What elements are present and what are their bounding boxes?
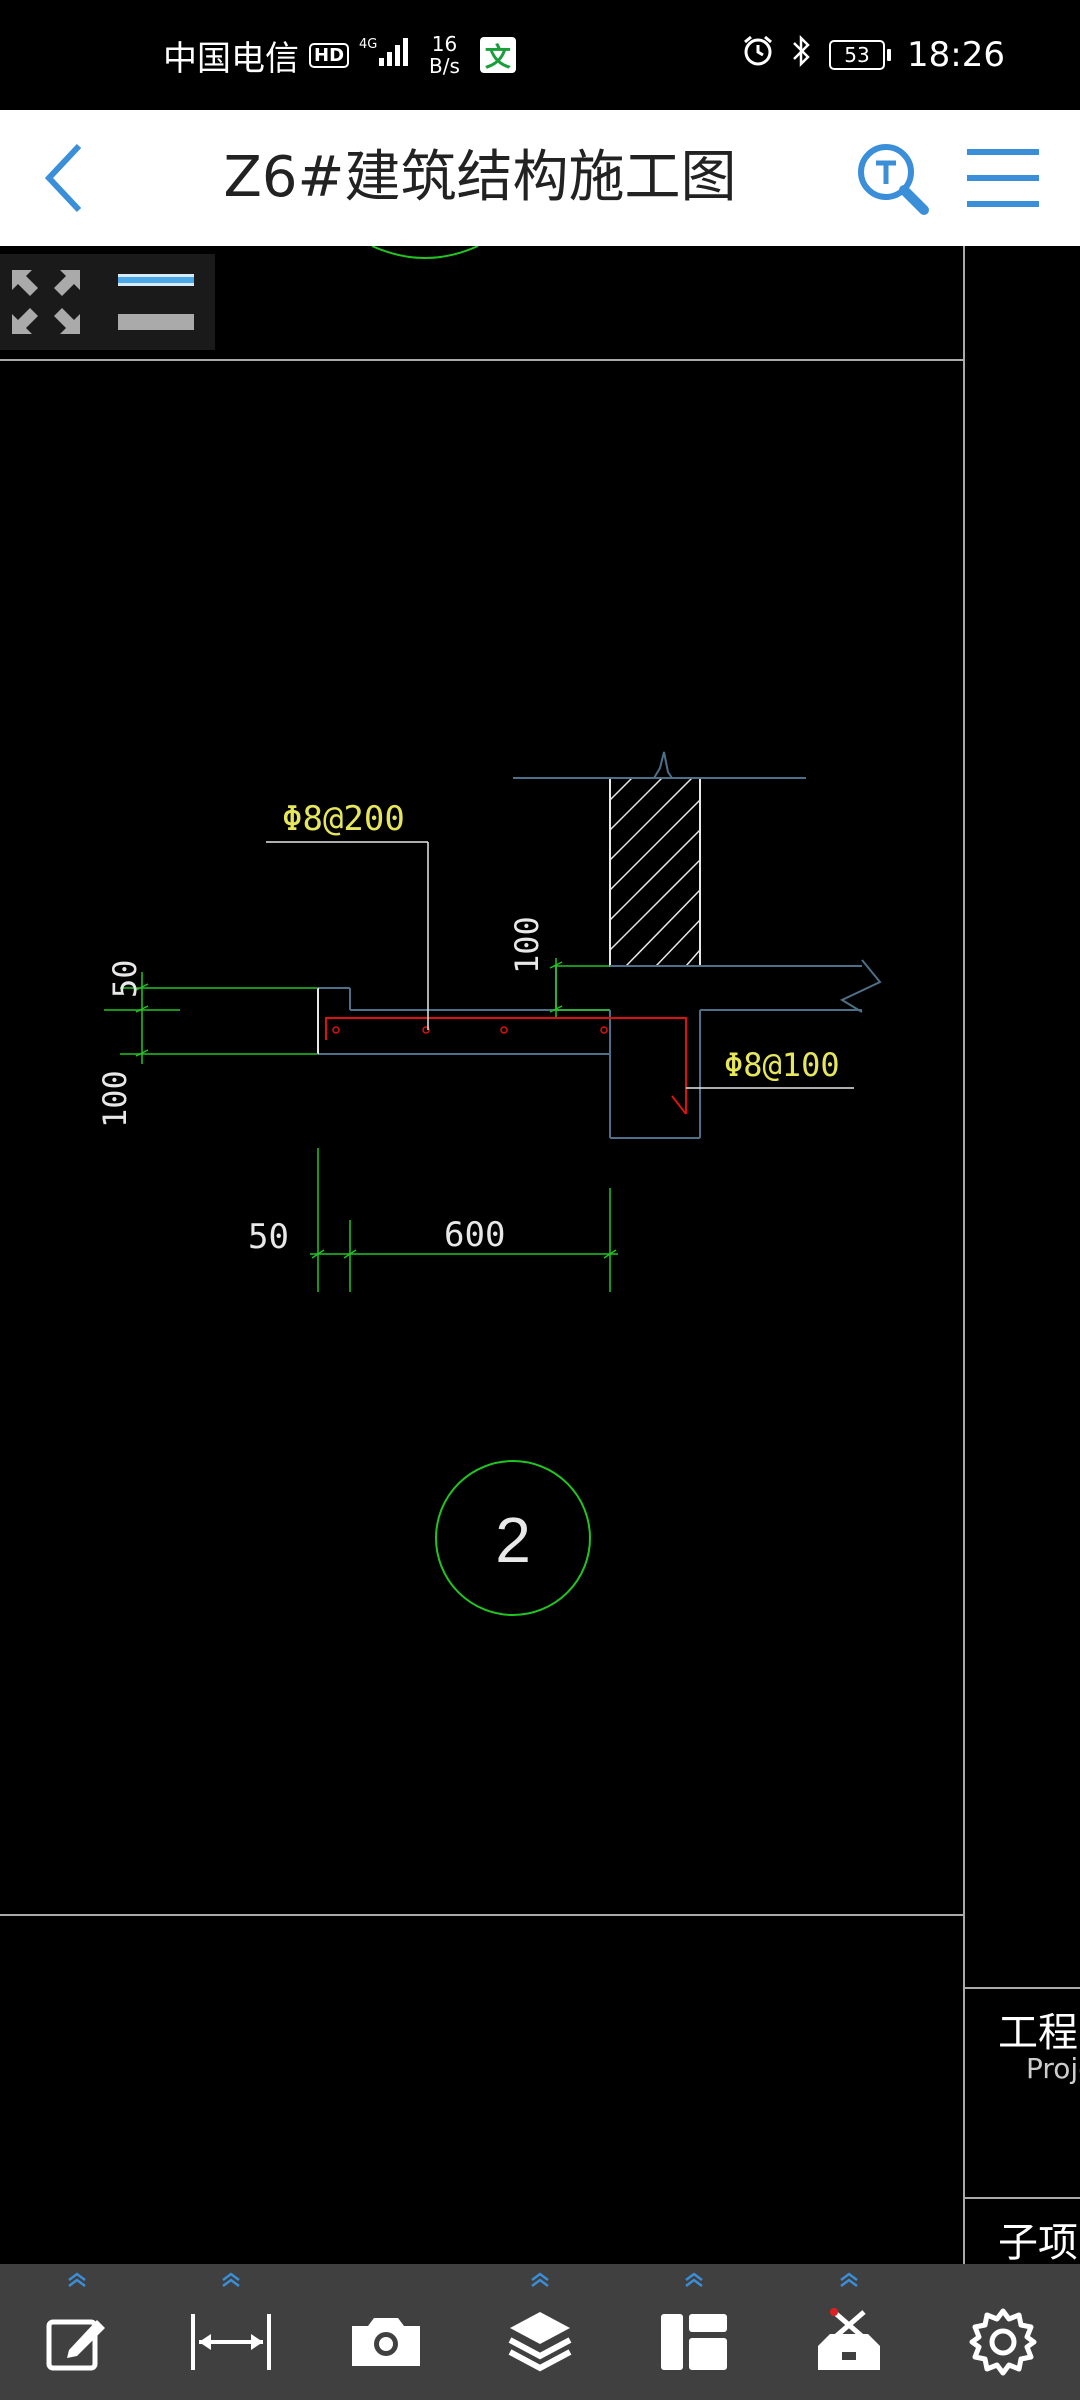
app-header: Z6#建筑结构施工图 (0, 110, 1080, 246)
bluetooth-icon (791, 34, 813, 77)
chevron-up-icon (222, 2272, 241, 2287)
clock: 18:26 (907, 35, 1005, 75)
chevron-up-icon (685, 2272, 704, 2287)
net-speed: 16 B/s (429, 32, 460, 78)
dimension-lines (104, 958, 618, 1292)
signal-icon: 4G (359, 34, 413, 77)
measure-button[interactable] (154, 2264, 308, 2400)
back-button[interactable] (28, 110, 98, 246)
cad-drawing: Φ8@200 Φ8@100 50 100 100 50 600 2 工程名 Pr… (0, 246, 1080, 2264)
titleblock-project-en: Proje (1026, 2052, 1080, 2085)
layers-icon (508, 2312, 572, 2372)
chevron-up-icon (531, 2272, 549, 2287)
measure-icon (191, 2314, 272, 2370)
titleblock-subitem-name: 子项名 (998, 2220, 1080, 2264)
rebar-label-right: Φ8@100 (724, 1046, 840, 1084)
line-weight-icon (118, 274, 194, 330)
expand-icon (12, 270, 80, 334)
rebar-dots (332, 1026, 608, 1034)
wall-hatching (609, 777, 701, 967)
bottom-toolbar (0, 2264, 1080, 2400)
drawing-canvas[interactable]: Φ8@200 Φ8@100 50 100 100 50 600 2 工程名 Pr… (0, 246, 1080, 2264)
detail-callout-circle (435, 1460, 591, 1616)
rebar-line (325, 1017, 687, 1114)
battery-icon: 53 (829, 40, 892, 70)
dim-label-100-left: 100 (96, 1070, 134, 1128)
settings-button[interactable] (926, 2264, 1080, 2400)
edit-icon (46, 2319, 106, 2371)
fit-screen-button[interactable] (8, 266, 84, 338)
toolbox-button[interactable] (771, 2264, 925, 2400)
titleblock-project-name: 工程名 (998, 2010, 1080, 2056)
status-right: 53 18:26 (741, 0, 1005, 110)
menu-button[interactable] (958, 110, 1048, 246)
detail-number: 2 (495, 1504, 531, 1576)
chevron-up-icon (68, 2272, 86, 2287)
top-detail-circle-partial (371, 246, 479, 259)
status-bar: 中国电信 HD 4G 16 B/s 文 53 18:26 (0, 0, 1080, 110)
wall-section (609, 777, 701, 967)
layout-icon (661, 2314, 728, 2370)
text-search-button[interactable] (852, 110, 932, 246)
alarm-icon (741, 34, 775, 77)
line-weight-toggle[interactable] (118, 274, 194, 334)
view-tools-panel (0, 254, 215, 350)
leader-lines (266, 841, 854, 1089)
annotate-button[interactable] (0, 2264, 154, 2400)
text-search-icon (858, 144, 929, 215)
rebar-label-top: Φ8@200 (282, 799, 405, 839)
slab-outline (318, 959, 882, 1139)
dim-label-50-vertical: 50 (106, 959, 144, 998)
status-left: 中国电信 HD 4G 16 B/s 文 (163, 0, 516, 110)
hd-badge: HD (309, 42, 350, 68)
dim-label-100-mid: 100 (508, 916, 546, 974)
camera-icon (351, 2318, 420, 2366)
layers-button[interactable] (463, 2264, 617, 2400)
page-title: Z6#建筑结构施工图 (223, 145, 737, 210)
layout-button[interactable] (617, 2264, 771, 2400)
dim-label-50-bottom: 50 (248, 1217, 289, 1257)
dim-label-600: 600 (444, 1215, 505, 1255)
toolbox-icon (817, 2308, 880, 2370)
translate-app-icon: 文 (479, 37, 516, 73)
carrier-name: 中国电信 (163, 38, 299, 79)
menu-icon (967, 149, 1039, 207)
settings-icon (969, 2308, 1037, 2376)
network-type: 4G (359, 37, 377, 52)
back-arrow-icon (44, 143, 82, 213)
chevron-up-icon (839, 2272, 858, 2287)
screenshot-button[interactable] (309, 2264, 463, 2400)
